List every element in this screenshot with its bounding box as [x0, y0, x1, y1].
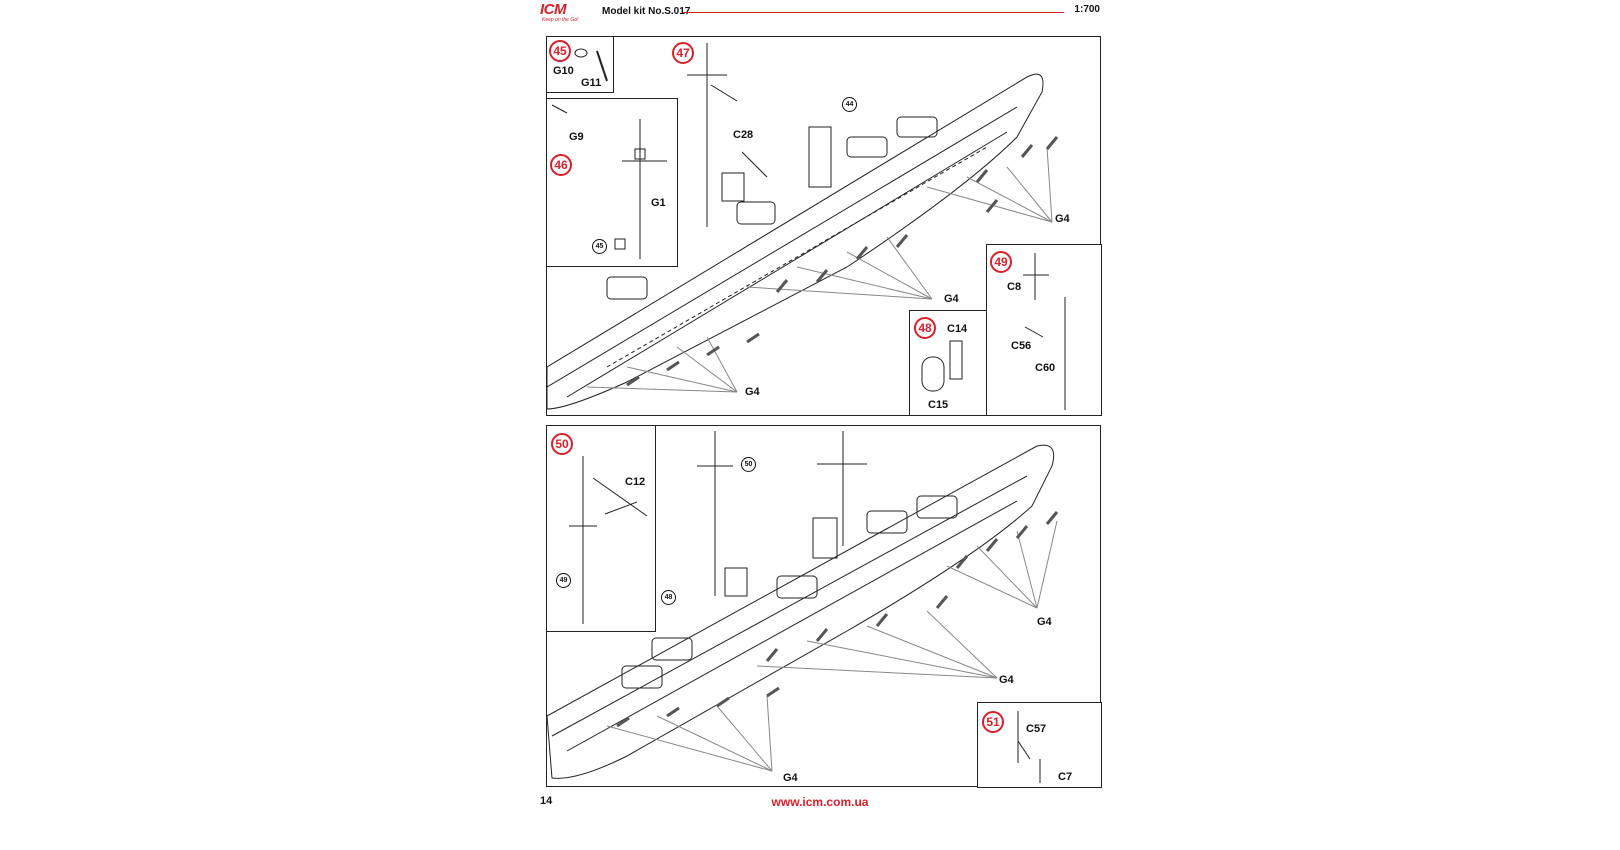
step-50-ref-49: 49	[556, 573, 571, 588]
part-label-c15: C15	[928, 399, 949, 411]
part-label-c57: C57	[1026, 723, 1047, 735]
part-label-g11: G11	[581, 77, 602, 89]
step-51-parts-drawing	[1017, 711, 1041, 783]
step-46-parts-drawing	[551, 104, 667, 259]
part-label-g4-c: G4	[745, 386, 760, 398]
step-46-number: 46	[550, 154, 572, 176]
page-number: 14	[540, 795, 553, 807]
step-46-ref-45: 45	[592, 239, 607, 254]
part-label-c12: C12	[625, 476, 646, 488]
step-48-parts-drawing	[921, 340, 963, 392]
kit-label: Model kit No.S.017	[602, 6, 691, 17]
part-label-c56: C56	[1011, 340, 1032, 352]
icm-logo: ICM Keep on the Go!	[540, 2, 592, 24]
step-47-number: 47	[672, 42, 694, 64]
ship-drawing-top	[547, 43, 1059, 410]
panel-bottom: 50 C12 49 50 48 G4 G4 G4 51 C57 C7	[546, 425, 1102, 788]
step-47-ref-44: 44	[842, 97, 857, 112]
panel-top: 45 G10 G11 G9 46	[546, 36, 1102, 416]
part-label-c60: C60	[1035, 362, 1056, 374]
part-label-g1: G1	[651, 197, 666, 209]
part-label-g4-f: G4	[783, 772, 798, 784]
part-label-g4-e: G4	[999, 674, 1014, 686]
footer-url-link[interactable]: www.icm.com.ua	[771, 795, 869, 809]
step-49-parts-drawing	[1023, 253, 1066, 410]
scale-label: 1:700	[1074, 4, 1100, 15]
header-rule	[683, 12, 1064, 13]
part-label-c7: C7	[1058, 771, 1073, 783]
brand-tagline: Keep on the Go!	[542, 17, 579, 23]
part-label-g10: G10	[553, 65, 574, 77]
step-49-number: 49	[990, 251, 1012, 273]
part-label-g4-d: G4	[1037, 616, 1052, 628]
step-48-number: 48	[914, 317, 936, 339]
inset-step-45: 45 G10 G11	[546, 36, 614, 93]
inset-step-49: 49 C8 C56 C60	[986, 244, 1102, 416]
inset-step-50: 50 C12 49	[546, 425, 656, 632]
part-label-c28: C28	[733, 129, 754, 141]
brand-mark: ICM	[540, 1, 567, 18]
step-45-number: 45	[549, 40, 571, 62]
part-label-c8: C8	[1007, 281, 1022, 293]
ship-drawing-bottom	[547, 431, 1059, 779]
part-label-g4-b: G4	[944, 293, 959, 305]
step-51-number: 51	[982, 711, 1004, 733]
inset-step-48: 48 C14 C15	[909, 310, 987, 416]
inset-step-51: 51 C57 C7	[977, 702, 1102, 788]
step-50-number: 50	[551, 433, 573, 455]
main2-ref-48: 48	[661, 590, 676, 605]
part-label-c14: C14	[947, 323, 968, 335]
part-label-g4-a: G4	[1055, 213, 1070, 225]
part-label-g9: G9	[569, 131, 584, 143]
step-45-parts-drawing	[574, 48, 608, 82]
page-header: ICM Keep on the Go! Model kit No.S.017 1…	[540, 0, 1100, 28]
step-50-parts-drawing	[569, 456, 648, 624]
instruction-page: ICM Keep on the Go! Model kit No.S.017 1…	[540, 0, 1102, 850]
inset-step-46: G9 46 G1 45	[546, 98, 678, 267]
main2-ref-50: 50	[741, 457, 756, 472]
